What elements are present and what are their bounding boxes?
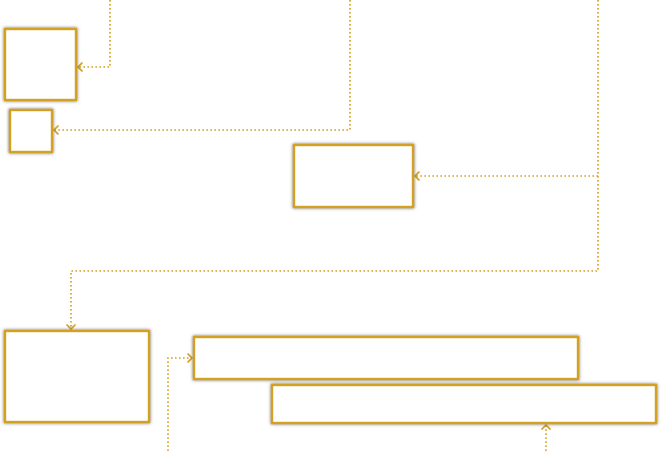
node-box <box>292 143 415 209</box>
node-box-a <box>3 27 78 102</box>
arrowhead-box-d <box>66 324 76 330</box>
node-box <box>8 108 54 154</box>
node-box <box>3 329 151 424</box>
node-box-c <box>292 143 415 209</box>
connector-bottom-edge-to-box-e <box>167 357 192 451</box>
node-box <box>270 383 658 425</box>
arrowhead-box-b <box>53 125 59 135</box>
connector-top-edge-to-box-c <box>415 0 599 177</box>
arrowhead-box-e <box>187 353 193 363</box>
arrowhead-layer <box>53 62 551 430</box>
node-layer <box>3 27 658 425</box>
connector-top-edge-to-box-b <box>54 0 351 131</box>
node-box-e <box>192 335 580 381</box>
connector-layer <box>54 0 599 451</box>
arrowhead-box-a <box>77 62 83 72</box>
arrowhead-box-f <box>541 424 551 430</box>
node-box-f <box>270 383 658 425</box>
node-box <box>192 335 580 381</box>
node-box-b <box>8 108 54 154</box>
connector-top-edge-to-box-a <box>78 0 111 68</box>
node-box <box>3 27 78 102</box>
node-box-d <box>3 329 151 424</box>
arrowhead-box-c <box>414 171 420 181</box>
